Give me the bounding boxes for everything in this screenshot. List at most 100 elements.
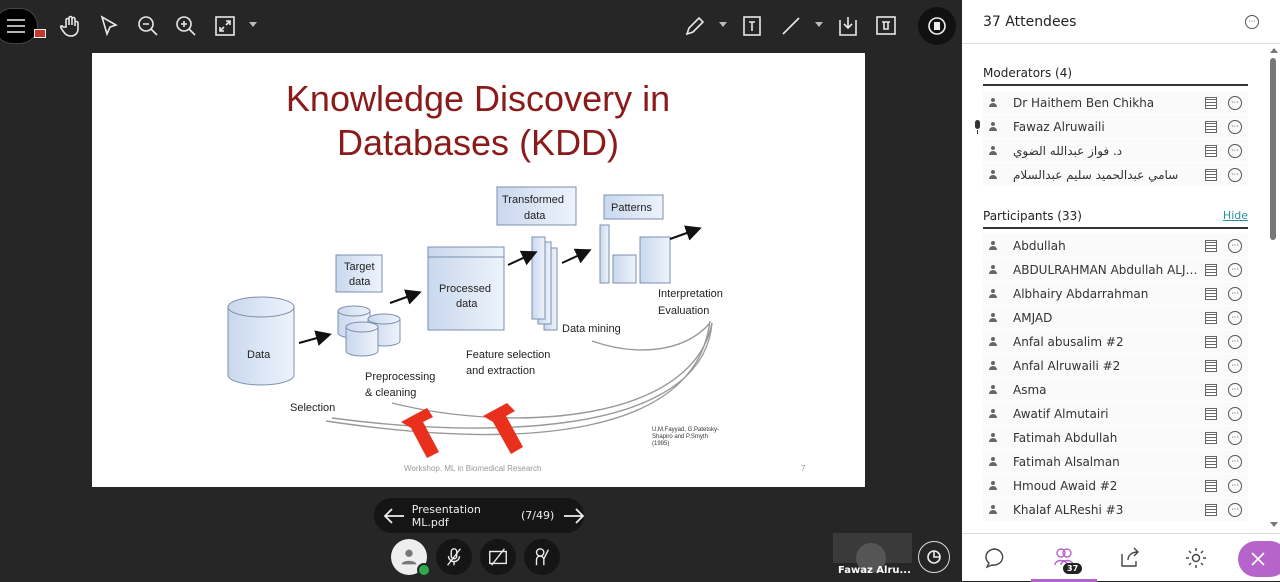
attendee-row[interactable]: Asma··· — [983, 378, 1248, 401]
attendee-row[interactable]: Khalaf ALReshi #3··· — [983, 498, 1248, 521]
person-icon — [989, 409, 997, 418]
hide-participants-link[interactable]: Hide — [1222, 209, 1248, 222]
attendee-row[interactable]: سامي عبدالحميد سليم عبدالسلام··· — [983, 163, 1248, 186]
more-options-icon[interactable]: ··· — [1228, 310, 1242, 325]
list-icon[interactable] — [1205, 503, 1217, 516]
line-dropdown-caret[interactable] — [815, 22, 823, 27]
stop-share-button[interactable] — [918, 7, 956, 45]
tab-settings[interactable] — [1163, 534, 1229, 582]
more-options-icon[interactable]: ··· — [1228, 262, 1242, 277]
previous-slide-icon[interactable] — [382, 506, 404, 526]
list-icon[interactable] — [1205, 431, 1217, 444]
person-icon — [989, 313, 997, 322]
more-options-icon[interactable]: ··· — [1228, 238, 1242, 253]
label-processed-1: Processed — [439, 283, 491, 295]
more-options-icon[interactable]: ··· — [1228, 334, 1242, 349]
scrollbar[interactable] — [1270, 58, 1276, 240]
more-options-icon[interactable]: ··· — [1228, 406, 1242, 421]
attendee-name: Dr Haithem Ben Chikha — [1013, 95, 1155, 110]
download-icon[interactable] — [834, 12, 862, 40]
microphone-button[interactable] — [436, 539, 472, 575]
attendee-name: Albhairy Abdarrahman — [1013, 286, 1149, 301]
list-icon[interactable] — [1205, 168, 1217, 181]
more-options-icon[interactable]: ··· — [1228, 430, 1242, 445]
list-icon[interactable] — [1205, 96, 1217, 109]
close-icon — [1251, 552, 1265, 566]
attendee-row[interactable]: Dr Haithem Ben Chikha ··· — [983, 91, 1248, 114]
more-options-icon[interactable]: ··· — [1228, 382, 1242, 397]
attendee-row[interactable]: Hmoud Awaid #2··· — [983, 474, 1248, 497]
close-panel-button[interactable] — [1238, 541, 1280, 577]
data-cylinder — [227, 307, 295, 386]
label-transformed-2: data — [524, 210, 546, 222]
list-icon[interactable] — [1205, 455, 1217, 468]
video-tile-name: Fawaz Alru... — [838, 565, 911, 576]
attendee-row[interactable]: Fatimah Alsalman··· — [983, 450, 1248, 473]
more-options-icon[interactable]: ··· — [1228, 502, 1242, 517]
panel-tabs: 37 — [962, 533, 1280, 582]
label-interpretation: Interpretation — [658, 288, 723, 300]
list-icon[interactable] — [1205, 239, 1217, 252]
slide-title-line1: Knowledge Discovery in — [286, 78, 670, 119]
attendee-name: Fawaz Alruwaili — [1013, 119, 1105, 134]
pie-chart-icon — [927, 550, 941, 564]
next-slide-icon[interactable] — [562, 506, 584, 526]
person-icon — [989, 337, 997, 346]
video-tile[interactable] — [833, 533, 912, 573]
hand-icon[interactable] — [57, 12, 85, 40]
text-icon[interactable] — [738, 12, 766, 40]
zoom-out-icon[interactable] — [134, 12, 162, 40]
attendee-row[interactable]: Anfal Alruwaili #2··· — [983, 354, 1248, 377]
more-options-icon[interactable]: ··· — [1228, 358, 1242, 373]
clear-icon[interactable] — [872, 12, 900, 40]
more-options-icon[interactable]: ··· — [1228, 286, 1242, 301]
tab-attendees[interactable]: 37 — [1031, 534, 1097, 582]
label-target-2: data — [349, 276, 371, 288]
list-icon[interactable] — [1205, 144, 1217, 157]
attendee-row[interactable]: Abdullah··· — [983, 234, 1248, 257]
panel-more-icon[interactable]: ··· — [1245, 14, 1259, 29]
line-icon[interactable] — [777, 12, 805, 40]
list-icon[interactable] — [1205, 383, 1217, 396]
attendee-row[interactable]: Awatif Almutairi··· — [983, 402, 1248, 425]
pencil-icon[interactable] — [681, 12, 709, 40]
camera-button[interactable] — [480, 539, 516, 575]
scroll-up-arrow[interactable] — [1270, 48, 1278, 53]
list-icon[interactable] — [1205, 479, 1217, 492]
raise-hand-icon — [535, 548, 550, 566]
participant-avatar — [856, 543, 886, 573]
list-icon[interactable] — [1205, 263, 1217, 276]
more-options-icon[interactable]: ··· — [1228, 478, 1242, 493]
list-icon[interactable] — [1205, 311, 1217, 324]
list-icon[interactable] — [1205, 120, 1217, 133]
more-options-icon[interactable]: ··· — [1228, 119, 1242, 134]
fit-screen-icon[interactable] — [211, 12, 239, 40]
follow-view-button[interactable] — [918, 541, 950, 573]
list-icon[interactable] — [1205, 407, 1217, 420]
more-options-icon[interactable]: ··· — [1228, 454, 1242, 469]
attendee-row[interactable]: Fawaz Alruwaili ··· — [983, 115, 1248, 138]
scroll-down-arrow[interactable] — [1270, 522, 1278, 527]
pencil-dropdown-caret[interactable] — [719, 22, 727, 27]
attendee-row[interactable]: Albhairy Abdarrahman ··· — [983, 282, 1248, 305]
more-options-icon[interactable]: ··· — [1228, 143, 1242, 158]
pointer-icon[interactable] — [95, 12, 123, 40]
zoom-dropdown-caret[interactable] — [249, 22, 257, 27]
tab-chat[interactable] — [962, 534, 1028, 582]
citation-line: (1995) — [652, 441, 669, 447]
more-options-icon[interactable]: ··· — [1228, 167, 1242, 182]
attendee-row[interactable]: Fatimah Abdullah··· — [983, 426, 1248, 449]
tab-share-content[interactable] — [1097, 534, 1163, 582]
attendee-row[interactable]: Anfal abusalim #2··· — [983, 330, 1248, 353]
zoom-in-icon[interactable] — [172, 12, 200, 40]
more-options-icon[interactable]: ··· — [1228, 95, 1242, 110]
attendee-row[interactable]: AMJAD··· — [983, 306, 1248, 329]
session-menu-button[interactable] — [0, 8, 38, 44]
list-icon[interactable] — [1205, 287, 1217, 300]
list-icon[interactable] — [1205, 335, 1217, 348]
attendee-row[interactable]: ABDULRAHMAN Abdullah ALJEA...··· — [983, 258, 1248, 281]
attendee-row[interactable]: د. فواز عبدالله الضوي··· — [983, 139, 1248, 162]
list-icon[interactable] — [1205, 359, 1217, 372]
raise-hand-button[interactable] — [524, 539, 560, 575]
my-status-button[interactable] — [391, 539, 431, 577]
